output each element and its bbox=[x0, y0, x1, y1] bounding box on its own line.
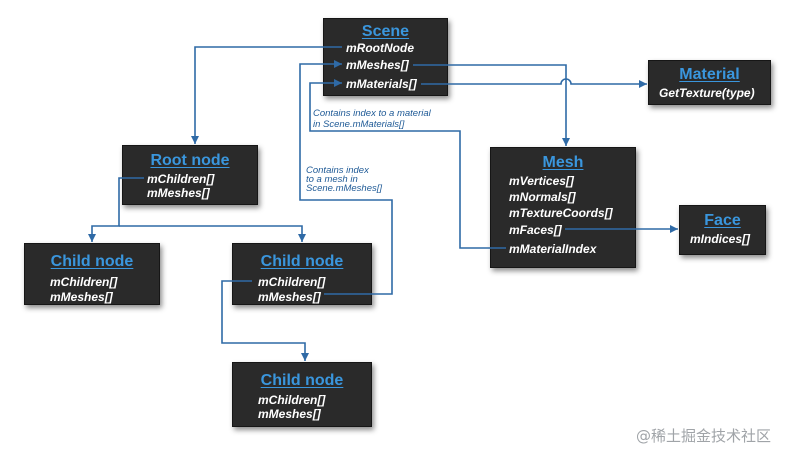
root-children-to-child-middle-link bbox=[119, 225, 306, 242]
root-node-field-meshes: mMeshes[] bbox=[147, 186, 210, 200]
watermark: @稀土掘金技术社区 bbox=[636, 427, 772, 445]
mesh-field-faces: mFaces[] bbox=[509, 223, 562, 237]
scene-field-materials: mMaterials[] bbox=[346, 77, 417, 91]
child-node-left: Child node mChildren[] mMeshes[] bbox=[24, 243, 160, 305]
material-node: Material GetTexture(type) bbox=[648, 60, 771, 105]
child-node-bottom: Child node mChildren[] mMeshes[] bbox=[232, 362, 372, 427]
root-node-title: Root node bbox=[150, 152, 230, 169]
child-node-middle: Child node mChildren[] mMeshes[] bbox=[232, 243, 372, 305]
mesh-index-note-line: Contains index bbox=[306, 165, 369, 176]
child-node-field-meshes: mMeshes[] bbox=[258, 407, 321, 421]
root-node: Root node mChildren[] mMeshes[] bbox=[122, 145, 258, 205]
mesh-index-note: Contains index to a mesh in Scene.mMeshe… bbox=[306, 165, 383, 194]
scene-node: Scene mRootNode mMeshes[] mMaterials[] bbox=[323, 18, 448, 96]
material-index-note-line: in Scene.mMaterials[] bbox=[313, 119, 405, 130]
child-node-title: Child node bbox=[260, 253, 344, 270]
mesh-index-note-line: Scene.mMeshes[] bbox=[306, 183, 383, 194]
child-node-field-meshes: mMeshes[] bbox=[258, 290, 321, 304]
mesh-field-vertices: mVertices[] bbox=[509, 174, 574, 188]
mesh-field-material-index: mMaterialIndex bbox=[509, 242, 597, 256]
scene-field-root-node: mRootNode bbox=[346, 41, 414, 55]
child-node-field-children: mChildren[] bbox=[258, 393, 326, 407]
child-node-field-children: mChildren[] bbox=[258, 275, 326, 289]
material-index-note-line: Contains index to a material bbox=[313, 108, 431, 119]
mesh-field-normals: mNormals[] bbox=[509, 190, 576, 204]
material-field-get-texture: GetTexture(type) bbox=[659, 86, 755, 100]
mesh-index-note-line: to a mesh in bbox=[306, 174, 358, 185]
scene-materials-to-material-link bbox=[421, 78, 647, 88]
mesh-title: Mesh bbox=[542, 154, 584, 171]
mesh-node: Mesh mVertices[] mNormals[] mTextureCoor… bbox=[490, 147, 636, 268]
scene-field-meshes: mMeshes[] bbox=[346, 58, 409, 72]
root-node-field-children: mChildren[] bbox=[147, 172, 215, 186]
child-node-field-children: mChildren[] bbox=[50, 275, 118, 289]
face-title: Face bbox=[704, 212, 741, 229]
scene-title: Scene bbox=[361, 23, 410, 40]
face-field-indices: mIndices[] bbox=[690, 232, 751, 246]
mesh-field-texture-coords: mTextureCoords[] bbox=[509, 206, 613, 220]
child-node-title: Child node bbox=[260, 372, 344, 389]
material-title: Material bbox=[679, 66, 740, 83]
face-node: Face mIndices[] bbox=[679, 205, 766, 255]
child-node-field-meshes: mMeshes[] bbox=[50, 290, 113, 304]
material-index-note: Contains index to a material in Scene.mM… bbox=[313, 108, 431, 130]
child-node-title: Child node bbox=[50, 253, 134, 270]
